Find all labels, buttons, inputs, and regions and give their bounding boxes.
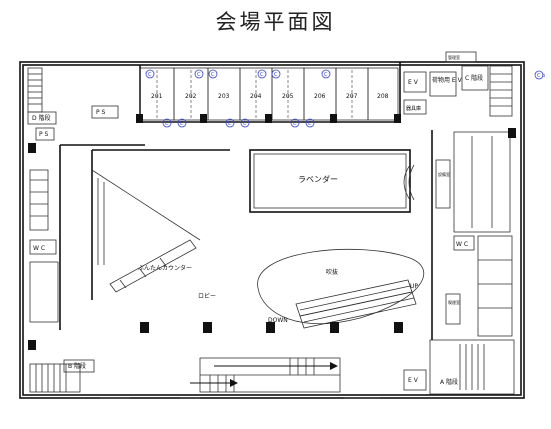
info-counter-label: ぶんたんカウンター <box>138 264 192 272</box>
lobby-columns <box>140 322 403 333</box>
room-207-label: 207 <box>346 93 358 100</box>
page-title: 会場平面図 <box>215 10 336 34</box>
meeting-rooms <box>139 67 399 121</box>
atrium-label: 吹抜 <box>326 268 338 276</box>
svg-text:C: C <box>293 121 297 127</box>
stair-a-label: A 階段 <box>440 378 458 386</box>
up-label: UP <box>410 283 418 290</box>
lavender-room <box>249 149 411 213</box>
room-208 <box>367 67 399 121</box>
stair-bottom-center <box>190 357 341 393</box>
wall-columns <box>28 114 516 350</box>
room-202-label: 202 <box>185 93 197 100</box>
mgmt-label: 管理室 <box>448 54 460 60</box>
room-201-label: 201 <box>151 93 163 100</box>
room-206-label: 206 <box>314 93 326 100</box>
stair-d-label: D 階段 <box>32 114 51 122</box>
ev-label-1: E V <box>408 79 419 86</box>
room-208-label: 208 <box>377 93 389 100</box>
escalators <box>295 279 417 329</box>
marker-circles-top <box>145 69 544 128</box>
svg-text:C: C <box>165 121 169 127</box>
marker-letters: C C C C C C C C C C C C <box>148 72 328 127</box>
stair-c-label: C 階段 <box>465 74 483 82</box>
info-counter <box>109 239 197 293</box>
room-203-label: 203 <box>218 93 230 100</box>
closet-label: 器具庫 <box>406 105 421 112</box>
svg-text:C: C <box>324 72 328 78</box>
lobby-label: ロビー <box>198 292 216 300</box>
cargo-ev-label: 荷物用 E V <box>432 76 463 84</box>
down-label: DOWN <box>268 317 288 324</box>
room-204-label: 204 <box>250 93 262 100</box>
ev-label-3: E V <box>408 377 419 384</box>
building-outline <box>19 61 525 399</box>
wc-label-1: W C <box>33 245 45 252</box>
stair-bottom-right <box>429 339 515 395</box>
svg-text:C: C <box>180 121 184 127</box>
svg-text:C: C <box>274 72 278 78</box>
svg-text:C: C <box>260 72 264 78</box>
smoking-label: 喫煙室 <box>448 299 460 305</box>
svg-text:C: C <box>148 72 152 78</box>
svg-text:C: C <box>211 72 215 78</box>
atrium-outline <box>257 248 425 325</box>
wc-label-2: W C <box>456 241 468 248</box>
svg-text:C: C <box>197 72 201 78</box>
svg-text:C: C <box>228 121 232 127</box>
stair-top-left <box>27 67 43 113</box>
ps-label-2: P S <box>39 131 49 138</box>
marker-right: C o <box>537 73 545 79</box>
stair-b-label: B 階段 <box>68 362 86 370</box>
svg-text:C: C <box>308 121 312 127</box>
ps-label-1: P S <box>96 109 106 116</box>
svg-text:C: C <box>243 121 247 127</box>
lavender-label: ラベンダー <box>298 174 338 184</box>
room-205-label: 205 <box>282 93 294 100</box>
stair-bottom-left <box>29 363 81 393</box>
equip-room-label: 設備室 <box>438 171 450 177</box>
